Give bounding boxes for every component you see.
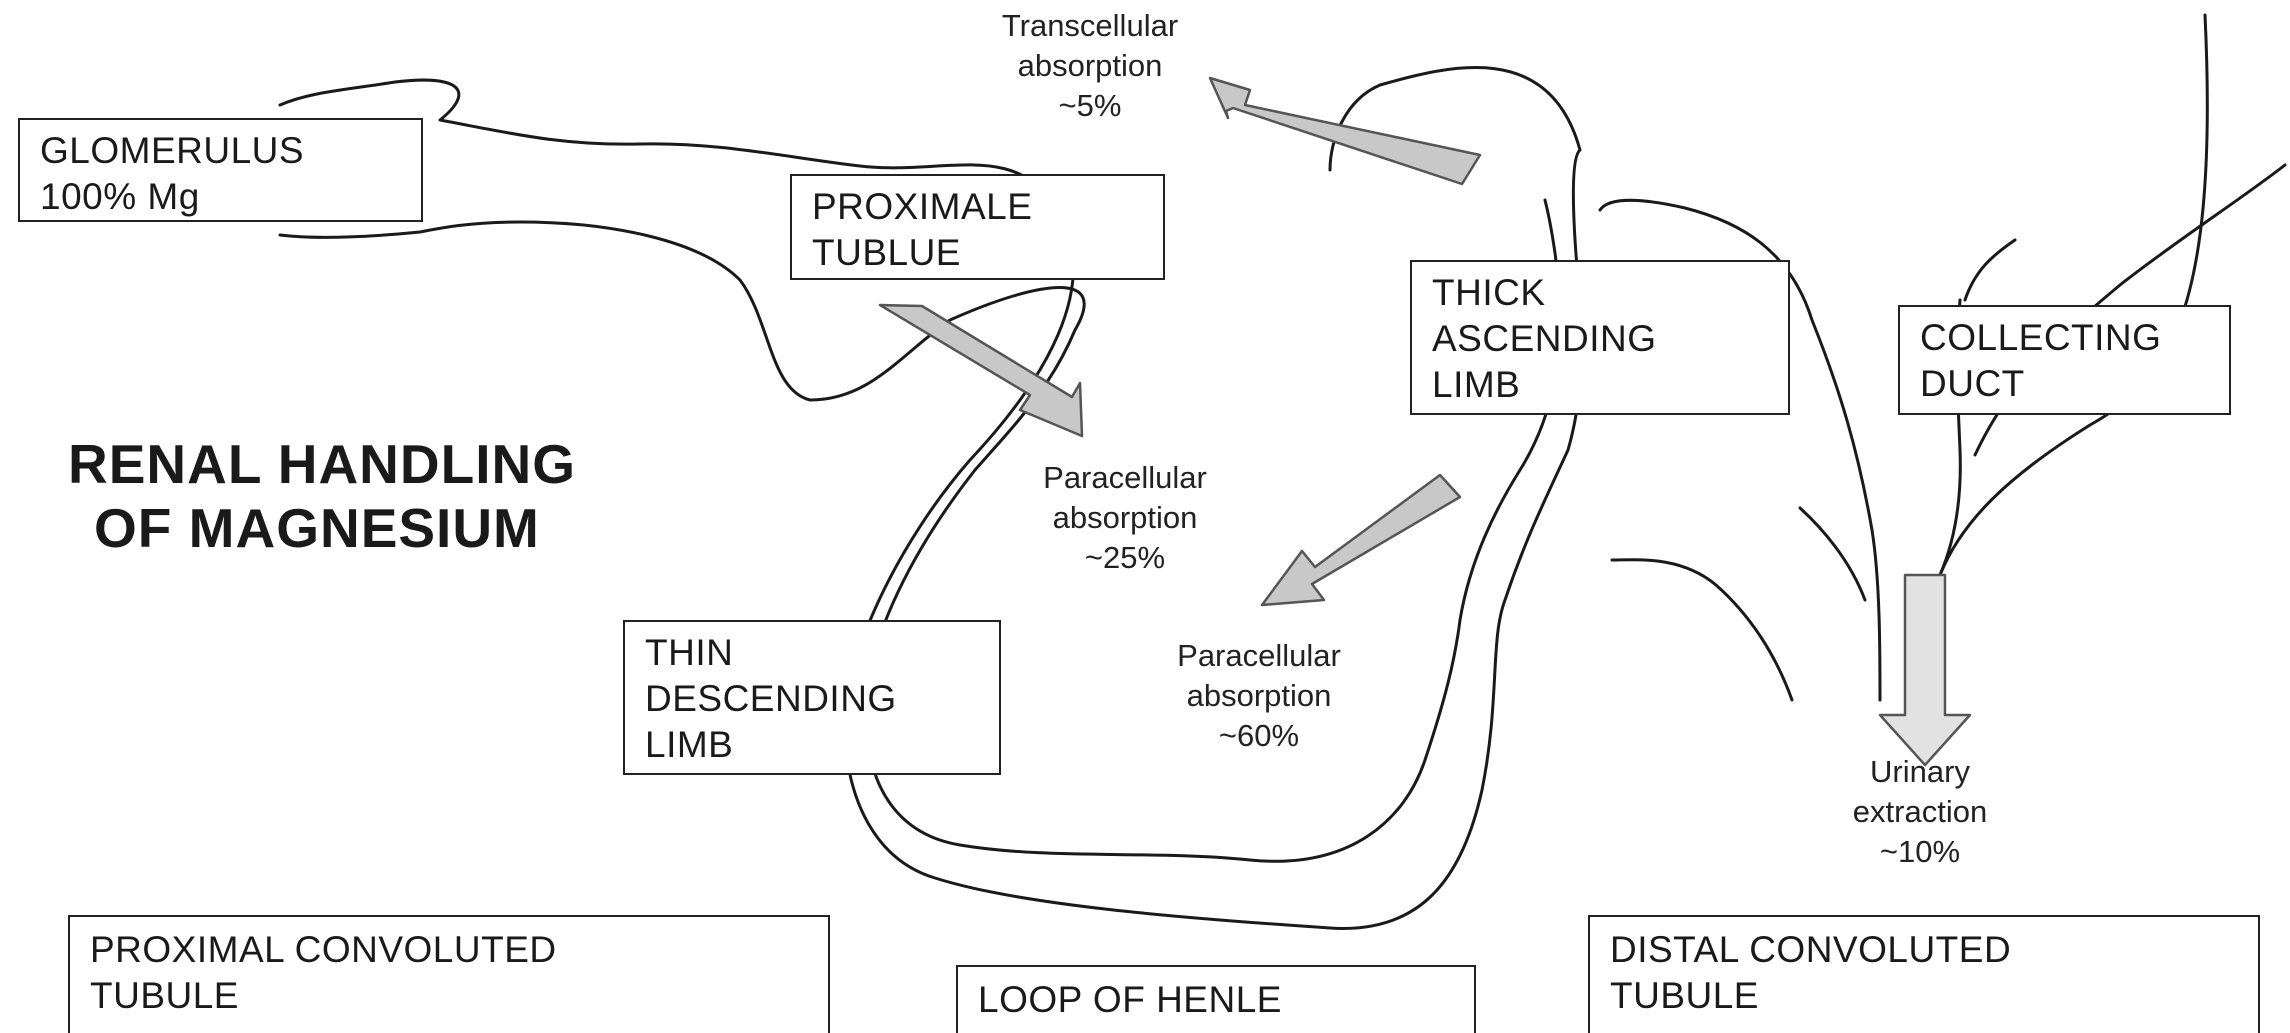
thin-descending-limb-box: THIN DESCENDING LIMB (623, 620, 1001, 775)
transcellular-line-1: Transcellular (905, 6, 1275, 46)
paracellular-proximal-line-2: absorption (965, 498, 1285, 538)
distal-convoluted-tubule-line-1: DISTAL CONVOLUTED (1610, 927, 2238, 973)
thin-descending-limb-line-2: DESCENDING (645, 676, 979, 722)
thin-descending-limb-line-3: LIMB (645, 722, 979, 768)
transcellular-line-2: absorption (905, 46, 1275, 86)
title-line-1: RENAL HANDLING (68, 432, 576, 496)
thin-descending-limb-line-1: THIN (645, 630, 979, 676)
paracellular-thick-note: Paracellular absorption ~60% (1099, 636, 1419, 756)
thick-limb-inner-wall (1612, 560, 1792, 700)
paracellular-proximal-line-1: Paracellular (965, 458, 1285, 498)
urinary-percentage: ~10% (1790, 832, 2050, 872)
proximal-convoluted-tubule-box: PROXIMAL CONVOLUTED TUBULE (68, 915, 830, 1033)
thick-ascending-limb-box: THICK ASCENDING LIMB (1410, 260, 1790, 415)
proximale-tubule-line-2: TUBLUE (812, 230, 1143, 276)
paracellular-proximal-note: Paracellular absorption ~25% (965, 458, 1285, 578)
thick-ascending-limb-line-1: THICK (1432, 270, 1768, 316)
urinary-line-2: extraction (1790, 792, 2050, 832)
distal-convoluted-tubule-line-2: TUBULE (1610, 973, 2238, 1019)
proximal-convoluted-tubule-line-2: TUBULE (90, 973, 808, 1019)
collecting-duct-line-2: DUCT (1920, 361, 2209, 407)
transcellular-absorption-note: Transcellular absorption ~5% (905, 6, 1275, 126)
paracellular-thick-line-2: absorption (1099, 676, 1419, 716)
paracellular-proximal-arrow (880, 305, 1082, 436)
thick-ascending-limb-line-3: LIMB (1432, 362, 1768, 408)
proximal-convoluted-tubule-line-1: PROXIMAL CONVOLUTED (90, 927, 808, 973)
glomerulus-percentage: 100% Mg (40, 174, 401, 220)
paracellular-thick-line-1: Paracellular (1099, 636, 1419, 676)
proximale-tubule-line-1: PROXIMALE (812, 184, 1143, 230)
collecting-duct-box: COLLECTING DUCT (1898, 305, 2231, 415)
proximale-tubule-box: PROXIMALE TUBLUE (790, 174, 1165, 280)
glomerulus-label: GLOMERULUS (40, 128, 401, 174)
collecting-duct-line-1: COLLECTING (1920, 315, 2209, 361)
glomerulus-box: GLOMERULUS 100% Mg (18, 118, 423, 222)
distal-tubule-branch (1800, 508, 1865, 600)
paracellular-proximal-percentage: ~25% (965, 538, 1285, 578)
loop-of-henle-label: LOOP OF HENLE (978, 977, 1454, 1023)
distal-convoluted-tubule-box: DISTAL CONVOLUTED TUBULE (1588, 915, 2260, 1033)
title-line-2: OF MAGNESIUM (68, 496, 576, 560)
collecting-duct-right (1940, 15, 2207, 575)
urinary-line-1: Urinary (1790, 752, 2050, 792)
urinary-extraction-arrow (1880, 575, 1970, 765)
paracellular-thick-arrow (1262, 475, 1460, 605)
diagram-title: RENAL HANDLING OF MAGNESIUM (68, 432, 576, 560)
urinary-extraction-note: Urinary extraction ~10% (1790, 752, 2050, 872)
thick-ascending-limb-line-2: ASCENDING (1432, 316, 1768, 362)
paracellular-thick-percentage: ~60% (1099, 716, 1419, 756)
transcellular-percentage: ~5% (905, 86, 1275, 126)
loop-of-henle-box: LOOP OF HENLE (956, 965, 1476, 1033)
collecting-duct-left (1965, 240, 2015, 300)
